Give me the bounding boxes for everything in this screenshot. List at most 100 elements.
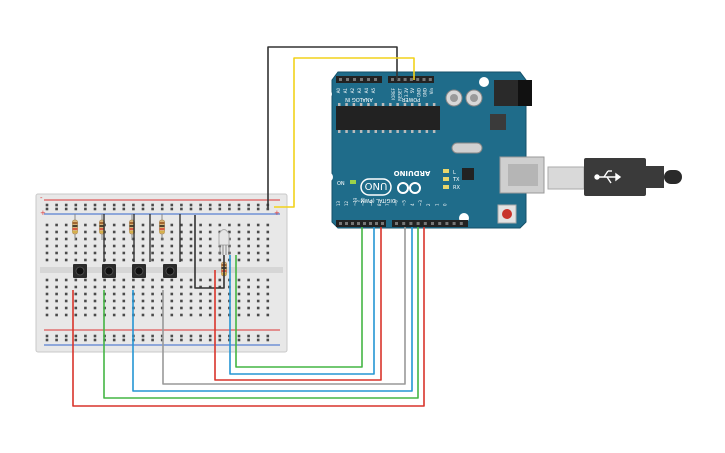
breadboard-hole[interactable] [55,223,58,227]
breadboard-hole[interactable] [151,292,154,296]
breadboard-hole[interactable] [180,203,183,207]
header-pin[interactable] [351,222,354,225]
breadboard-hole[interactable] [237,244,241,248]
breadboard-hole[interactable] [208,203,212,207]
breadboard-hole[interactable] [218,338,222,342]
breadboard-hole[interactable] [141,244,145,248]
breadboard-hole[interactable] [55,230,58,234]
breadboard-hole[interactable] [112,223,116,227]
breadboard-hole[interactable] [218,285,222,289]
breadboard-hole[interactable] [64,299,68,303]
breadboard-hole[interactable] [266,285,270,289]
breadboard-hole[interactable] [122,203,126,207]
breadboard-hole[interactable] [170,207,174,211]
breadboard-hole[interactable] [208,237,212,241]
header-pin[interactable] [369,222,372,225]
breadboard-hole[interactable] [122,334,126,338]
breadboard-hole[interactable] [151,278,154,282]
breadboard-hole[interactable] [132,278,135,282]
header-pin[interactable] [428,78,432,81]
breadboard-hole[interactable] [256,285,260,289]
breadboard-hole[interactable] [256,251,260,255]
breadboard-hole[interactable] [208,306,212,310]
breadboard-hole[interactable] [170,223,174,227]
breadboard-hole[interactable] [218,278,222,282]
breadboard-hole[interactable] [141,237,145,241]
resistor[interactable] [99,214,105,240]
breadboard-hole[interactable] [84,299,87,303]
breadboard-hole[interactable] [266,338,270,342]
breadboard-hole[interactable] [170,338,174,342]
breadboard-hole[interactable] [208,313,212,317]
breadboard-hole[interactable] [256,237,260,241]
breadboard-hole[interactable] [180,299,183,303]
breadboard-hole[interactable] [122,230,126,234]
wire-red-button-1[interactable] [72,227,425,407]
breadboard-hole[interactable] [93,313,97,317]
breadboard-hole[interactable] [55,237,58,241]
breadboard-hole[interactable] [103,285,106,289]
breadboard-hole[interactable] [93,258,97,262]
breadboard-hole[interactable] [180,278,183,282]
breadboard-hole[interactable] [141,223,145,227]
breadboard-hole[interactable] [64,313,68,317]
breadboard-hole[interactable] [132,285,135,289]
breadboard-hole[interactable] [141,313,145,317]
breadboard-hole[interactable] [151,237,154,241]
header-pin[interactable] [416,78,420,81]
breadboard-hole[interactable] [112,299,116,303]
breadboard-hole[interactable] [112,237,116,241]
breadboard-hole[interactable] [64,292,68,296]
breadboard-hole[interactable] [189,223,193,227]
breadboard-hole[interactable] [45,251,49,255]
breadboard-hole[interactable] [141,334,145,338]
breadboard-hole[interactable] [55,207,58,211]
breadboard-hole[interactable] [256,334,260,338]
breadboard-hole[interactable] [74,292,78,296]
breadboard-hole[interactable] [141,207,145,211]
breadboard-hole[interactable] [180,230,183,234]
breadboard-hole[interactable] [256,223,260,227]
header-pin[interactable] [367,78,370,81]
wire-red-led[interactable] [214,227,382,381]
header-pin[interactable] [374,78,377,81]
breadboard-hole[interactable] [112,285,116,289]
breadboard-hole[interactable] [218,299,222,303]
breadboard-hole[interactable] [180,251,183,255]
breadboard-hole[interactable] [122,338,126,342]
breadboard-hole[interactable] [199,237,202,241]
breadboard-hole[interactable] [189,230,193,234]
header-pin[interactable] [438,222,442,225]
breadboard-hole[interactable] [74,207,78,211]
breadboard-hole[interactable] [141,292,145,296]
breadboard-hole[interactable] [237,306,241,310]
analog-header[interactable] [336,76,382,83]
breadboard-hole[interactable] [84,285,87,289]
breadboard-hole[interactable] [122,306,126,310]
breadboard-hole[interactable] [55,244,58,248]
breadboard-hole[interactable] [170,313,174,317]
breadboard-hole[interactable] [141,306,145,310]
breadboard-hole[interactable] [180,292,183,296]
breadboard-hole[interactable] [45,334,49,338]
breadboard-hole[interactable] [266,223,270,227]
breadboard-hole[interactable] [189,237,193,241]
breadboard-hole[interactable] [84,207,87,211]
breadboard-hole[interactable] [266,244,270,248]
breadboard-hole[interactable] [266,334,270,338]
breadboard-hole[interactable] [64,244,68,248]
header-pin[interactable] [357,222,360,225]
breadboard-hole[interactable] [170,306,174,310]
breadboard-hole[interactable] [256,230,260,234]
breadboard-hole[interactable] [266,299,270,303]
breadboard-hole[interactable] [266,278,270,282]
breadboard-hole[interactable] [151,230,154,234]
breadboard-hole[interactable] [180,334,183,338]
wire-green-button-2[interactable] [103,227,419,399]
breadboard-hole[interactable] [64,285,68,289]
header-pin[interactable] [363,222,366,225]
breadboard-hole[interactable] [74,244,78,248]
breadboard-hole[interactable] [141,230,145,234]
breadboard-hole[interactable] [218,203,222,207]
